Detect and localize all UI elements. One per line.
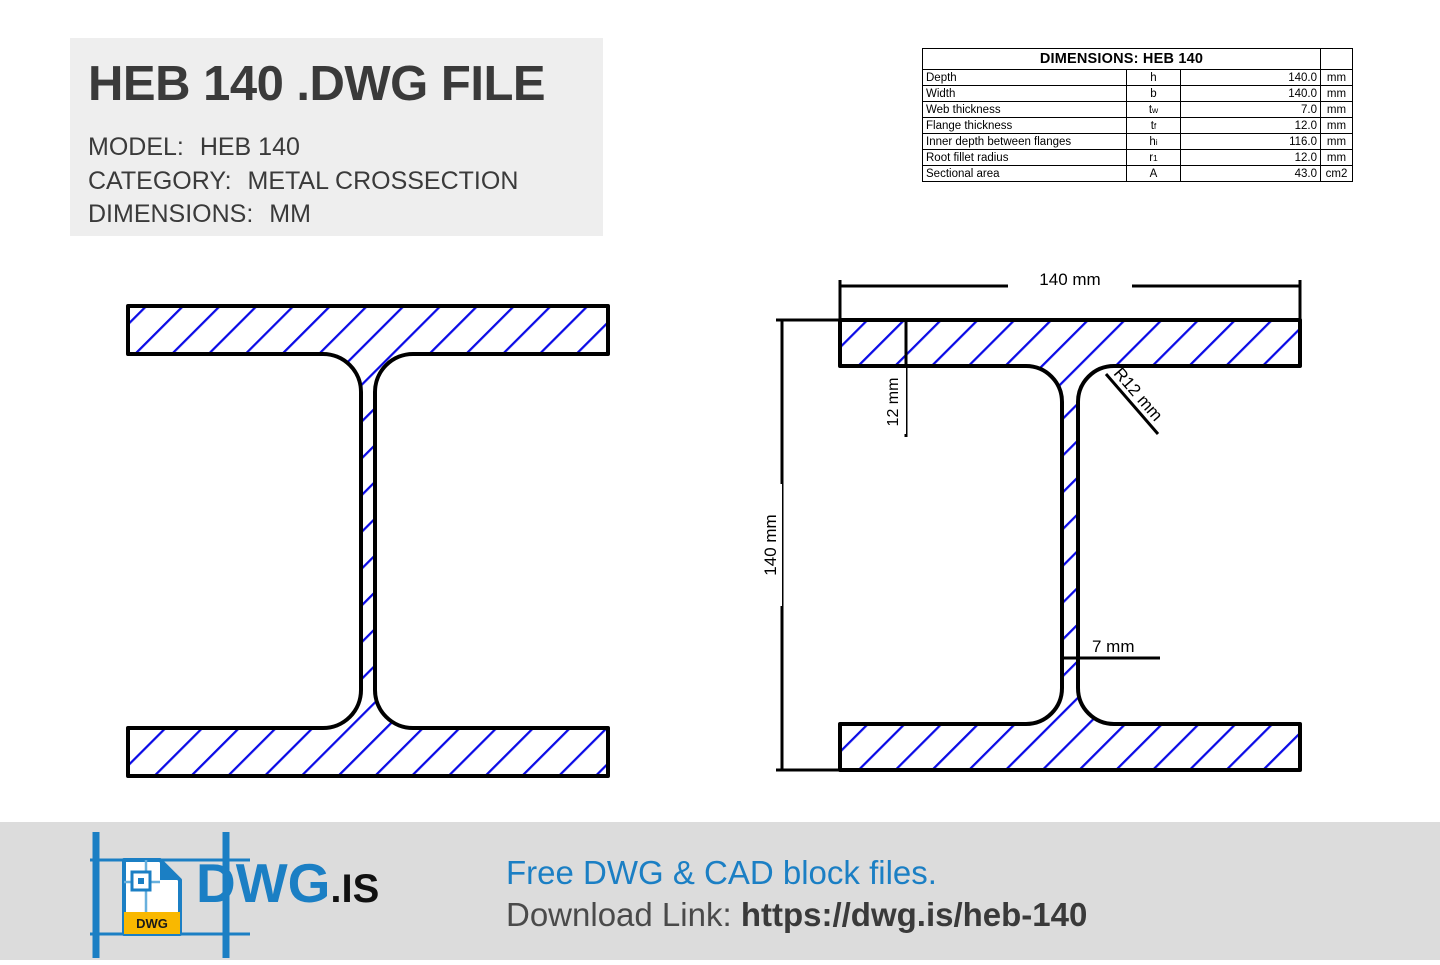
- row-unit: mm: [1320, 149, 1353, 166]
- meta-value-model: HEB 140: [199, 133, 300, 161]
- logo-zone[interactable]: DWG DWG.IS: [0, 822, 470, 960]
- symbol-base: t: [1148, 103, 1153, 116]
- row-symbol: hi: [1126, 133, 1181, 150]
- header-unit-spacer: [1320, 48, 1353, 70]
- row-label: Root fillet radius: [922, 149, 1127, 166]
- dwg-logo-mark: DWG: [90, 832, 250, 958]
- row-value: 43.0: [1180, 165, 1321, 182]
- dimensions-table-container: DIMENSIONS: HEB 140 Depth h 140.0 mm Wid…: [922, 48, 1353, 182]
- section-hatch-fill: [840, 320, 1300, 770]
- heb-profile-dimensioned: 140 mm 140 mm 12 mm R12 mm 7 mm: [760, 268, 1302, 772]
- dimension-depth-label: 140 mm: [761, 514, 780, 575]
- footer-bar: DWG DWG.IS Free DWG & CAD block files. D…: [0, 822, 1440, 960]
- symbol-base: h: [1149, 135, 1156, 148]
- row-symbol: b: [1126, 85, 1181, 102]
- symbol-base: t: [1150, 119, 1154, 132]
- row-value: 12.0: [1180, 149, 1321, 166]
- title-block: HEB 140 .DWG FILE MODEL: HEB 140 CATEGOR…: [70, 38, 603, 236]
- dimension-root-radius: R12 mm: [1104, 364, 1166, 435]
- row-value: 140.0: [1180, 69, 1321, 86]
- dimension-flange-thickness: 12 mm: [885, 318, 922, 437]
- row-symbol: r1: [1126, 149, 1181, 166]
- row-value: 140.0: [1180, 85, 1321, 102]
- meta-label-category: CATEGORY:: [88, 166, 232, 195]
- meta-value-dimensions: MM: [269, 200, 311, 228]
- dimension-flange-thickness-label: 12 mm: [885, 378, 902, 427]
- dimensions-table: DIMENSIONS: HEB 140 Depth h 140.0 mm Wid…: [922, 48, 1353, 182]
- symbol-subscript: i: [1155, 136, 1158, 147]
- table-header-row: DIMENSIONS: HEB 140: [922, 48, 1353, 70]
- meta-row-model: MODEL: HEB 140: [88, 131, 603, 165]
- meta-row-category: CATEGORY: METAL CROSSECTION: [88, 165, 603, 199]
- table-row: Depth h 140.0 mm: [922, 69, 1353, 86]
- row-symbol: tf: [1126, 117, 1181, 134]
- brand-wordmark: DWG.IS: [196, 856, 379, 911]
- symbol-subscript: w: [1152, 104, 1159, 115]
- symbol-base: r: [1149, 151, 1154, 164]
- dimension-width-label: 140 mm: [1039, 270, 1100, 289]
- row-label: Width: [922, 85, 1127, 102]
- meta-label-dimensions: DIMENSIONS:: [88, 200, 254, 228]
- row-unit: mm: [1320, 117, 1353, 134]
- row-symbol: tw: [1126, 101, 1181, 118]
- dimension-web-thickness-label: 7 mm: [1092, 637, 1135, 656]
- dimension-web-thickness: 7 mm: [1062, 637, 1160, 676]
- heb-profile-plain: [126, 304, 610, 778]
- meta-row-dimensions: DIMENSIONS: MM: [88, 198, 603, 232]
- footer-tagline: Free DWG & CAD block files.: [506, 854, 937, 891]
- footer-download-line: Download Link: https://dwg.is/heb-140: [506, 894, 1087, 936]
- dwg-badge-label: DWG: [136, 916, 168, 931]
- footer-copy: Free DWG & CAD block files. Download Lin…: [506, 852, 1087, 936]
- row-unit: mm: [1320, 69, 1353, 86]
- footer-download-url[interactable]: https://dwg.is/heb-140: [740, 896, 1088, 934]
- row-unit: mm: [1320, 101, 1353, 118]
- row-label: Web thickness: [922, 101, 1127, 118]
- row-symbol: h: [1126, 69, 1181, 86]
- row-label: Sectional area: [922, 165, 1127, 182]
- table-row: Inner depth between flanges hi 116.0 mm: [922, 133, 1353, 150]
- row-value: 116.0: [1180, 133, 1321, 150]
- row-label: Flange thickness: [922, 117, 1127, 134]
- symbol-base: b: [1150, 87, 1157, 100]
- page-title: HEB 140 .DWG FILE: [88, 57, 546, 111]
- row-symbol: A: [1126, 165, 1181, 182]
- symbol-base: h: [1150, 71, 1157, 84]
- row-unit: mm: [1320, 133, 1353, 150]
- brand-name-suffix: .IS: [330, 867, 380, 911]
- footer-download-label: Download Link:: [506, 896, 732, 934]
- brand-name-main: DWG: [196, 852, 331, 914]
- table-row: Sectional area A 43.0 cm2: [922, 165, 1353, 182]
- dimension-root-radius-label: R12 mm: [1110, 364, 1166, 425]
- table-row: Flange thickness tf 12.0 mm: [922, 117, 1353, 134]
- meta-value-category: METAL CROSSECTION: [247, 166, 519, 195]
- meta-label-model: MODEL:: [88, 133, 184, 161]
- table-row: Root fillet radius r1 12.0 mm: [922, 149, 1353, 166]
- dimensions-table-title: DIMENSIONS: HEB 140: [922, 48, 1321, 70]
- symbol-subscript: 1: [1153, 152, 1158, 163]
- section-hatch-fill: [128, 306, 608, 776]
- symbol-base: A: [1149, 167, 1158, 180]
- row-value: 12.0: [1180, 117, 1321, 134]
- row-label: Inner depth between flanges: [922, 133, 1127, 150]
- dimension-depth: 140 mm: [760, 318, 844, 772]
- dimension-width: 140 mm: [838, 268, 1302, 322]
- dwg-badge: [124, 912, 180, 934]
- row-label: Depth: [922, 69, 1127, 86]
- row-unit: cm2: [1320, 165, 1353, 182]
- symbol-subscript: f: [1153, 120, 1157, 131]
- row-value: 7.0: [1180, 101, 1321, 118]
- table-row: Web thickness tw 7.0 mm: [922, 101, 1353, 118]
- dwg-file-icon: DWG: [122, 858, 182, 936]
- table-row: Width b 140.0 mm: [922, 85, 1353, 102]
- row-unit: mm: [1320, 85, 1353, 102]
